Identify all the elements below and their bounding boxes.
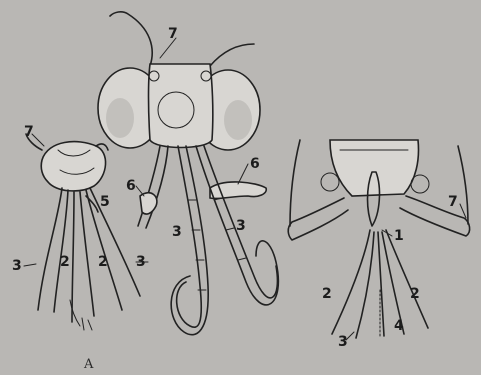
label-c-2-left: 2 [322, 286, 332, 302]
drawing-a [26, 134, 140, 330]
label-a-3-left: 3 [12, 258, 22, 274]
label-a-5: 5 [100, 194, 110, 210]
label-a-2-left: 2 [60, 254, 70, 270]
label-c-1: 1 [394, 228, 404, 244]
label-c-3: 3 [338, 334, 348, 350]
drawing-b [98, 12, 278, 335]
drawing-c [288, 140, 469, 338]
label-b-7: 7 [168, 26, 178, 42]
caption-a: A [83, 357, 94, 372]
label-c-4: 4 [394, 318, 404, 334]
label-a-7: 7 [24, 124, 34, 140]
label-c-7: 7 [448, 194, 458, 210]
label-c-2-right: 2 [410, 286, 420, 302]
label-a-2-mid: 2 [98, 254, 108, 270]
label-b-6-left: 6 [126, 178, 136, 194]
label-b-3-right: 3 [236, 218, 246, 234]
label-b-6-right: 6 [250, 156, 260, 172]
label-b-3-left: 3 [172, 224, 182, 240]
